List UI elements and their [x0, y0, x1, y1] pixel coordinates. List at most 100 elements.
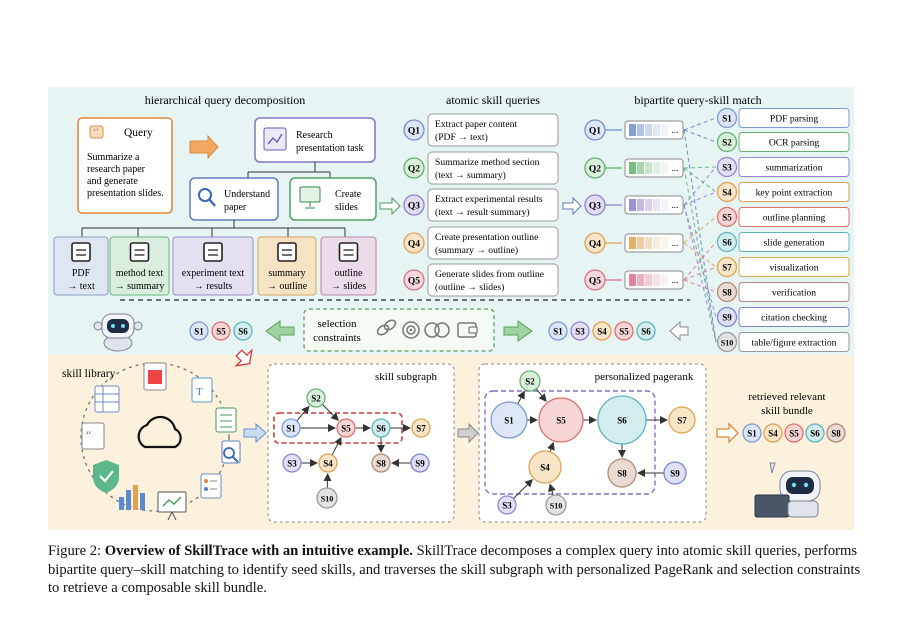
atomic-query-line-1: Generate slides from outline — [435, 269, 544, 280]
atomic-query-line-1: Create presentation outline — [435, 232, 538, 243]
selection-output-arrow — [265, 320, 295, 342]
leaf-line-1: experiment text — [182, 268, 245, 279]
skill-chip: S1 — [189, 321, 209, 341]
match-edge — [683, 191, 717, 206]
skill-chip-label: S8 — [831, 428, 841, 438]
graph-node: S10 — [545, 494, 567, 516]
graph-node-label: S1 — [286, 423, 296, 433]
subtask-2-line-2: slides — [335, 202, 358, 213]
skill-id: S2 — [722, 137, 732, 147]
atomic-query-line-2: (summary → outline) — [435, 245, 518, 256]
caption-body: SkillTrace decomposes a complex query in… — [48, 543, 861, 597]
match-edge — [683, 117, 717, 131]
match-edge — [683, 166, 717, 169]
graph-node: S1 — [490, 401, 528, 439]
leaf-task: method text→ summary — [109, 236, 170, 296]
graph-node: S6 — [597, 395, 647, 445]
graph-node-label: S2 — [311, 393, 321, 403]
caption-prefix: Figure 2: — [48, 543, 102, 559]
query-embedding: Q2... — [584, 157, 684, 179]
spreadsheet-icon — [94, 385, 120, 413]
presentation-icon — [263, 127, 287, 151]
embedding-query-id: Q2 — [589, 165, 601, 175]
skilltrace-overview-figure: hierarchical query decomposition atomic … — [48, 87, 854, 530]
graph-node: S9 — [663, 461, 687, 485]
quote-doc-icon: “ — [81, 422, 105, 450]
pdf-icon — [143, 362, 167, 391]
overlap-circles-icon — [424, 322, 450, 338]
decomposition-title: hierarchical query decomposition — [145, 93, 306, 107]
leaf-task: outline→ slides — [320, 236, 377, 296]
atomic-query-line-2: (text → result summary) — [435, 207, 530, 218]
library-to-subgraph-arrow — [243, 422, 267, 444]
search-doc-icon — [221, 440, 241, 464]
graph-node: S5 — [336, 418, 356, 438]
graph-node: S2 — [306, 388, 326, 408]
skill-id: S1 — [722, 113, 732, 123]
selection-label-2: constraints — [313, 332, 361, 344]
skill-chip: S4 — [763, 423, 783, 443]
skill-chip: S1 — [742, 423, 762, 443]
atomic-query-line-1: Extract paper content — [435, 119, 517, 130]
task-box: Research presentation task — [254, 117, 376, 163]
skill-chip-label: S4 — [768, 428, 778, 438]
query-text-3: and generate — [87, 176, 138, 187]
to-library-arrow — [234, 348, 253, 367]
atomic-queries-title: atomic skill queries — [446, 93, 540, 107]
leaf-line-2: → outline — [267, 281, 308, 292]
skill-chip-label: S1 — [553, 326, 563, 336]
skill-id: S9 — [722, 312, 732, 322]
leaf-line-2: → summary — [115, 281, 165, 292]
query-box: ‘’ Query Summarize a research paper and … — [77, 117, 173, 214]
embedding-ellipsis: ... — [672, 125, 679, 135]
library-title: skill library — [62, 368, 116, 380]
match-edge — [683, 204, 717, 318]
skill-chip: S6 — [805, 423, 825, 443]
svg-text:“: “ — [86, 428, 91, 442]
bar-chart-icon — [119, 485, 145, 510]
graph-node: S5 — [538, 397, 584, 443]
bundle-title-2: skill bundle — [761, 405, 813, 417]
skill-chip: S3 — [570, 321, 590, 341]
graph-node: S2 — [519, 370, 541, 392]
graph-node: S7 — [411, 418, 431, 438]
graph-edge — [548, 483, 556, 496]
skill-name: PDF parsing — [770, 114, 818, 125]
skill-library: skill library T “ — [62, 362, 241, 521]
wallet-icon — [457, 322, 478, 338]
query-embedding: Q4... — [584, 232, 684, 254]
quote-icon — [89, 125, 104, 139]
shield-check-icon — [93, 460, 119, 493]
graph-node-label: S9 — [415, 458, 425, 468]
match-edge — [683, 129, 717, 143]
skill-id: S6 — [722, 237, 732, 247]
graph-node-label: S1 — [504, 415, 514, 425]
embedding-ellipsis: ... — [672, 238, 679, 248]
leaf-line-2: → results — [194, 281, 233, 292]
selection-constraints-box: selection constraints — [303, 308, 495, 352]
query-embedding: Q5... — [584, 269, 684, 291]
graph-edge — [517, 390, 525, 405]
graph-edge — [322, 404, 339, 421]
leaf-line-2: → slides — [331, 281, 366, 292]
subtask-1-line-2: paper — [224, 202, 247, 213]
leaf-task: experiment text → results — [172, 236, 254, 296]
graph-node-label: S10 — [321, 494, 333, 503]
query-label: Query — [124, 127, 153, 139]
leaf-icon — [129, 242, 150, 262]
graph-node: S7 — [668, 406, 696, 434]
atomic-query-line-1: Summarize method section — [435, 157, 540, 168]
target-icon — [402, 321, 420, 339]
subtask-understand-paper: Understand paper — [189, 177, 279, 221]
embedding-ellipsis: ... — [672, 163, 679, 173]
atomic-query-id: Q3 — [408, 202, 420, 212]
